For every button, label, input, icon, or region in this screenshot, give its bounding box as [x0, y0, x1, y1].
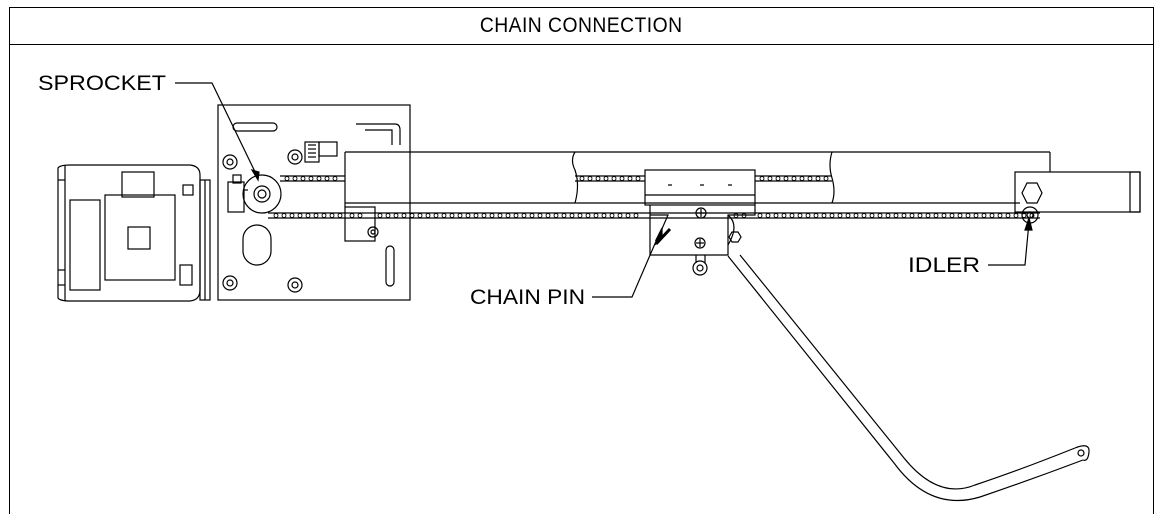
title-bar: CHAIN CONNECTION — [10, 8, 1153, 45]
rail — [344, 151, 1141, 213]
lower-chain — [268, 212, 1040, 219]
sprocket-label: SPROCKET — [38, 72, 166, 95]
idler-label: IDLER — [908, 254, 980, 277]
motor — [57, 164, 211, 302]
drawing-frame: CHAIN CONNECTION — [9, 7, 1154, 514]
upper-chain — [280, 175, 832, 182]
leader-sprocket — [175, 82, 260, 182]
leader-chain-pin — [592, 227, 663, 298]
sprocket — [227, 174, 282, 214]
leader-idler — [988, 215, 1033, 266]
chain-pin-label: CHAIN PIN — [470, 286, 585, 309]
door-arm — [727, 254, 1090, 502]
trolley — [644, 169, 756, 276]
drawing-title: CHAIN CONNECTION — [480, 14, 683, 37]
